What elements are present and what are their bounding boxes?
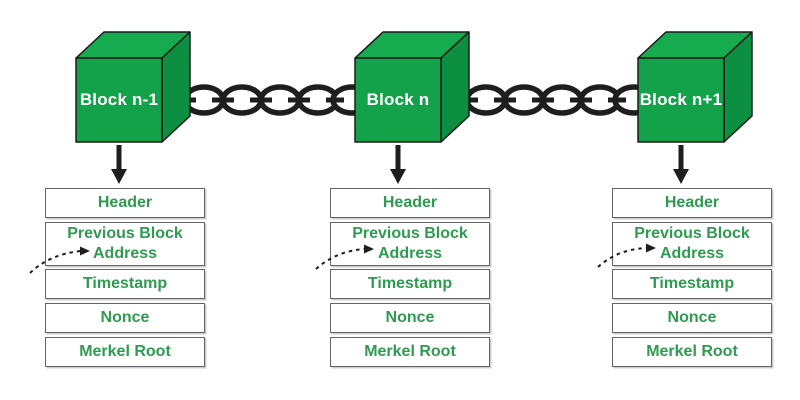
- cube-right-face: [440, 31, 470, 143]
- field-previous-block-address: Previous Block Address: [45, 222, 205, 266]
- chain-link-icon: [464, 84, 508, 116]
- field-nonce: Nonce: [330, 303, 490, 333]
- field-nonce: Nonce: [612, 303, 772, 333]
- down-arrow-icon: [390, 145, 406, 184]
- cube-right-face: [161, 31, 191, 143]
- chain-link-icon: [296, 84, 340, 116]
- chain-segment-2: [464, 84, 656, 116]
- chain-link-icon: [540, 84, 584, 116]
- field-merkel-root: Merkel Root: [612, 337, 772, 367]
- field-timestamp: Timestamp: [45, 269, 205, 299]
- cube-top-face: [354, 31, 470, 59]
- cube-top-face: [75, 31, 191, 59]
- chain-link-icon: [220, 84, 264, 116]
- block-label: Block n+1: [639, 90, 723, 109]
- field-previous-block-address: Previous Block Address: [330, 222, 490, 266]
- chain-link-icon: [502, 84, 546, 116]
- block-label: Block n: [366, 90, 430, 109]
- chain-link-icon: [258, 84, 302, 116]
- block-label: Block n-1: [79, 90, 159, 109]
- field-timestamp: Timestamp: [330, 269, 490, 299]
- down-arrow-icon: [111, 145, 127, 184]
- field-nonce: Nonce: [45, 303, 205, 333]
- cube-top-face: [637, 31, 753, 59]
- chain-segment-1: [182, 84, 374, 116]
- field-header: Header: [612, 188, 772, 218]
- cube-right-face: [723, 31, 753, 143]
- down-arrow-icon: [673, 145, 689, 184]
- field-header: Header: [45, 188, 205, 218]
- field-header: Header: [330, 188, 490, 218]
- field-previous-block-address: Previous Block Address: [612, 222, 772, 266]
- field-merkel-root: Merkel Root: [330, 337, 490, 367]
- field-timestamp: Timestamp: [612, 269, 772, 299]
- chain-link-icon: [578, 84, 622, 116]
- chain-link-icon: [182, 84, 226, 116]
- field-merkel-root: Merkel Root: [45, 337, 205, 367]
